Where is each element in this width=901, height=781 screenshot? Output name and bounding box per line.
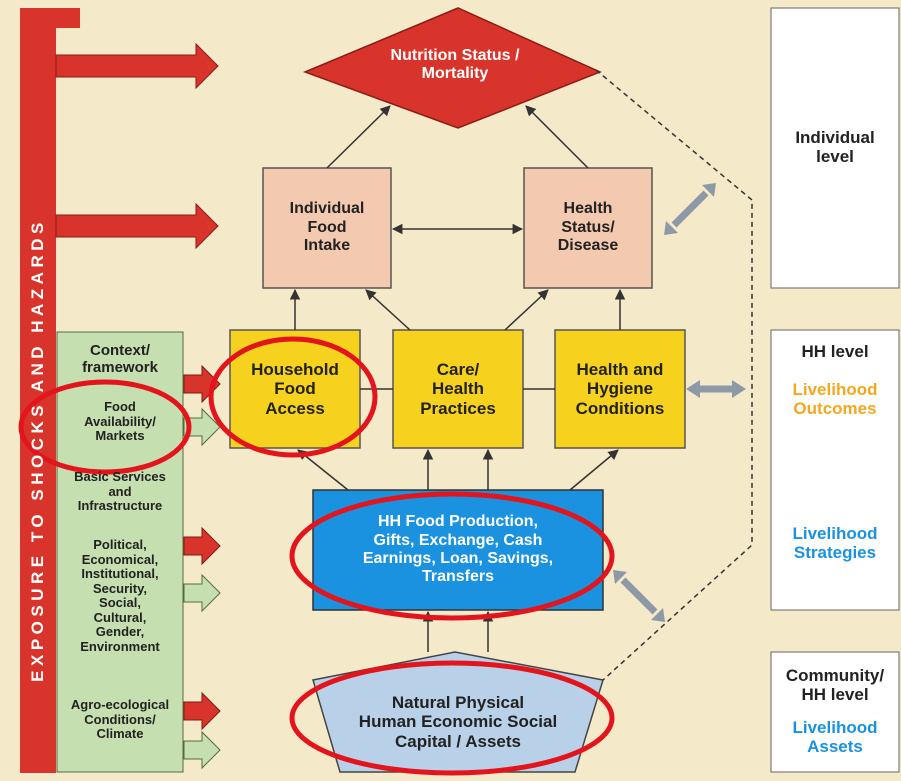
context-agro-ecological: Agro-ecological Conditions/ Climate xyxy=(70,697,170,742)
highlight-ellipses xyxy=(18,336,615,776)
health-hygiene-box xyxy=(554,329,686,449)
health-status-box xyxy=(523,167,653,289)
hh-food-production-label: HH Food Production, Gifts, Exchange, Cas… xyxy=(362,513,554,586)
community-hh-level-label: Community/ HH level xyxy=(785,666,885,705)
highlight-ellipse-strategies xyxy=(289,491,615,621)
livelihood-assets-label: Livelihood Assets xyxy=(792,718,878,757)
household-food-access-label: Household Food Access xyxy=(251,359,339,418)
context-arrow-red-3 xyxy=(183,691,221,731)
context-arrow-green-3 xyxy=(183,730,221,770)
highlight-ellipse-food-access xyxy=(208,336,378,458)
context-food-availability: Food Availability/ Markets xyxy=(84,399,156,444)
health-hygiene-label: Health and Hygiene Conditions xyxy=(575,359,665,418)
individual-food-intake-label: Individual Food Intake xyxy=(289,200,365,255)
nutrition-status-label: Nutrition Status / Mortality xyxy=(390,47,520,82)
grey-arrow-heads xyxy=(613,183,746,622)
capital-assets-label: Natural Physical Human Economic Social C… xyxy=(358,692,558,751)
grey-double-arrows xyxy=(620,190,736,615)
care-health-practices-box xyxy=(392,329,524,449)
individual-food-intake-box xyxy=(262,167,392,289)
context-heading: Context/ framework xyxy=(82,342,158,376)
highlight-ellipse-food-availability xyxy=(18,379,192,475)
level-panels xyxy=(770,7,900,773)
connector-arrows xyxy=(289,105,626,652)
livelihood-strategies-label: Livelihood Strategies xyxy=(792,524,878,563)
highlight-ellipse-assets xyxy=(289,660,615,776)
context-arrow-green-2 xyxy=(183,573,221,613)
care-health-practices-label: Care/ Health Practices xyxy=(420,359,496,418)
health-status-label: Health Status/ Disease xyxy=(557,200,619,255)
exposure-arrow-outcome xyxy=(55,42,219,90)
context-political: Political, Economical, Institutional, Se… xyxy=(80,537,160,654)
exposure-arrow-individual xyxy=(55,202,219,250)
hh-level-label: HH level xyxy=(801,342,869,361)
individual-level-label: Individual level xyxy=(795,128,875,167)
context-panel xyxy=(56,331,184,773)
livelihood-outcomes-label: Livelihood Outcomes xyxy=(792,380,878,419)
exposure-label: EXPOSURE TO SHOCKS AND HAZARDS xyxy=(28,218,48,682)
nutrition-diamond xyxy=(302,7,602,129)
dashed-boundary xyxy=(595,69,753,681)
context-basic-services: Basic Services and Infrastructure xyxy=(74,469,166,514)
context-arrow-red-2 xyxy=(183,526,221,566)
